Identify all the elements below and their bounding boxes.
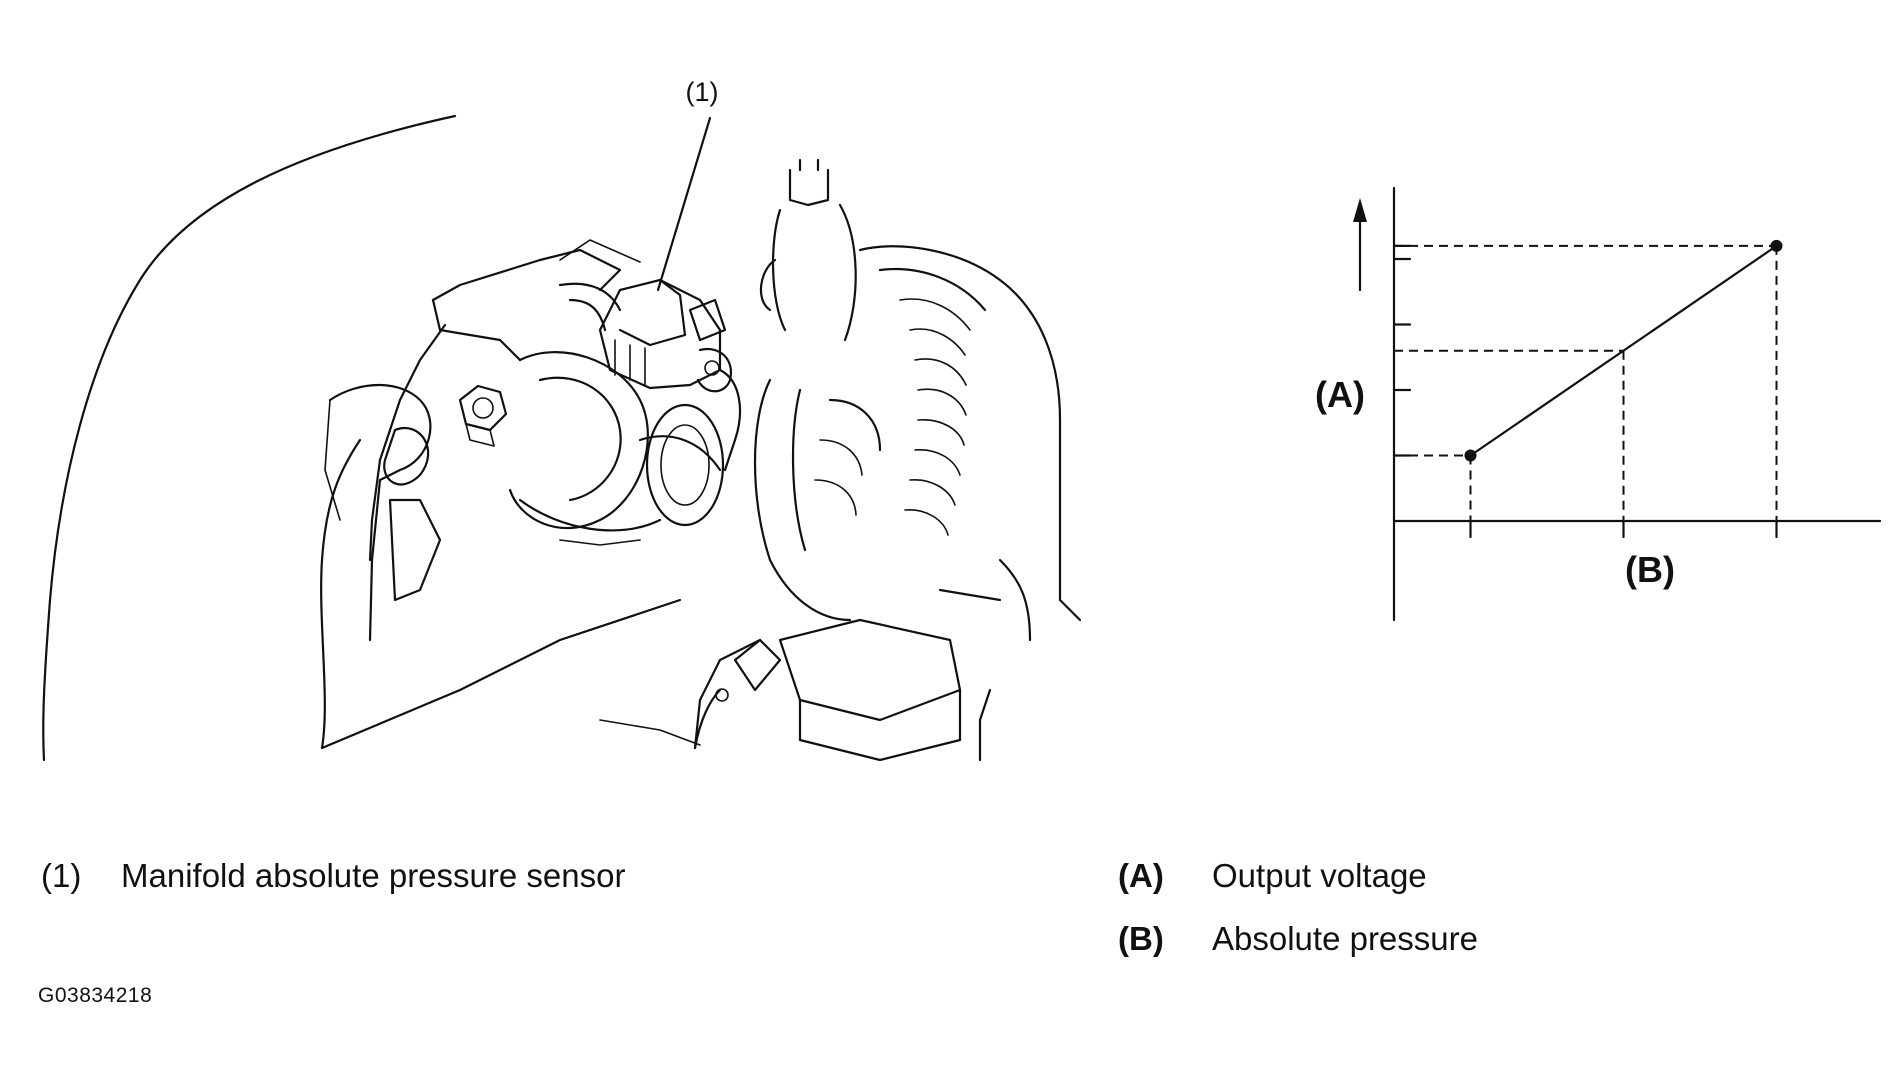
- legend-text: Manifold absolute pressure sensor: [121, 857, 626, 894]
- engine-drawing: [42, 114, 1082, 762]
- legend-item-sensor: (1) Manifold absolute pressure sensor: [41, 857, 625, 895]
- map-sensor-connector: [598, 278, 742, 472]
- y-axis-label: (A): [1315, 374, 1365, 415]
- callout-label-1: (1): [686, 77, 719, 107]
- legend-item-output-voltage: (A) Output voltage: [1118, 857, 1427, 895]
- series-line: [1469, 244, 1778, 457]
- data-point: [1770, 239, 1783, 252]
- legend-key: (1): [41, 857, 82, 894]
- characteristic-graph: (A) (B): [1315, 186, 1882, 622]
- legend-item-absolute-pressure: (B) Absolute pressure: [1118, 920, 1478, 958]
- figure-code: G03834218: [38, 984, 153, 1007]
- legend-key: (A): [1118, 857, 1164, 894]
- legend-text: Absolute pressure: [1212, 920, 1478, 957]
- bolt-icon: [458, 384, 508, 447]
- data-point: [1464, 449, 1477, 462]
- legend-text: Output voltage: [1212, 857, 1427, 894]
- x-axis-label: (B): [1625, 549, 1675, 590]
- axis-ticks: [1392, 244, 1778, 539]
- plot-area: [1394, 239, 1783, 521]
- legend-key: (B): [1118, 920, 1164, 957]
- callout-leader-line: [656, 116, 712, 292]
- up-arrow-icon: [1353, 198, 1367, 292]
